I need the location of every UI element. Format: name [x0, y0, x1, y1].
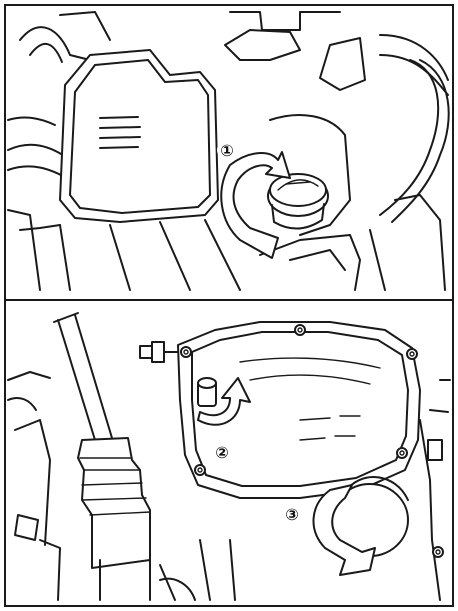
cv-boot — [78, 438, 150, 600]
body-lower-1 — [160, 565, 175, 600]
body-line-3 — [160, 222, 190, 290]
body-line-5 — [20, 225, 60, 230]
cover-slot-3 — [100, 137, 140, 138]
callout-2: ② — [212, 442, 232, 462]
hose-right-long — [380, 60, 438, 215]
callout-1-label: ① — [220, 141, 234, 160]
connector-right — [428, 440, 442, 460]
cover-slot-2 — [100, 127, 140, 128]
cover-slot-4 — [100, 147, 138, 148]
filler-housing-detail — [290, 250, 345, 270]
hose-left-1 — [8, 145, 70, 160]
body-lower-4 — [230, 540, 235, 600]
body-left-3 — [8, 372, 50, 380]
body-lower-2 — [200, 540, 210, 600]
callout-1: ① — [217, 140, 237, 160]
body-lower-3 — [160, 579, 195, 600]
engine-cover — [60, 50, 218, 222]
drive-shaft-end — [54, 313, 78, 322]
body-line-6 — [8, 210, 40, 290]
bracket-left-lower — [15, 515, 38, 540]
engine-top-edge — [230, 12, 340, 30]
callout-3: ③ — [282, 504, 302, 524]
callout-3-label: ③ — [285, 505, 299, 524]
oil-filler-cap — [268, 174, 328, 229]
drive-shaft-left-edge — [58, 320, 95, 440]
body-right-2 — [430, 380, 450, 412]
bottom-panel: ② ③ — [8, 313, 450, 600]
filler-right-line — [370, 230, 385, 290]
sensor-left — [140, 342, 178, 362]
body-left-4 — [8, 398, 36, 410]
hose-top-left-inner — [30, 44, 62, 62]
body-line-1 — [60, 225, 70, 290]
body-line-2 — [110, 225, 130, 290]
engine-right-lower — [395, 195, 445, 290]
fill-plug — [198, 378, 216, 406]
callout-2-label: ② — [215, 443, 229, 462]
body-left-2 — [40, 540, 60, 600]
body-left-1 — [15, 420, 50, 545]
bracket-top — [60, 12, 110, 40]
hose-left-3 — [8, 118, 55, 125]
top-panel: ① — [8, 12, 449, 290]
engine-part-right — [320, 38, 365, 90]
cover-slot-1 — [100, 117, 138, 118]
engine-block-top — [225, 30, 300, 60]
drive-shaft-right-edge — [75, 315, 112, 438]
